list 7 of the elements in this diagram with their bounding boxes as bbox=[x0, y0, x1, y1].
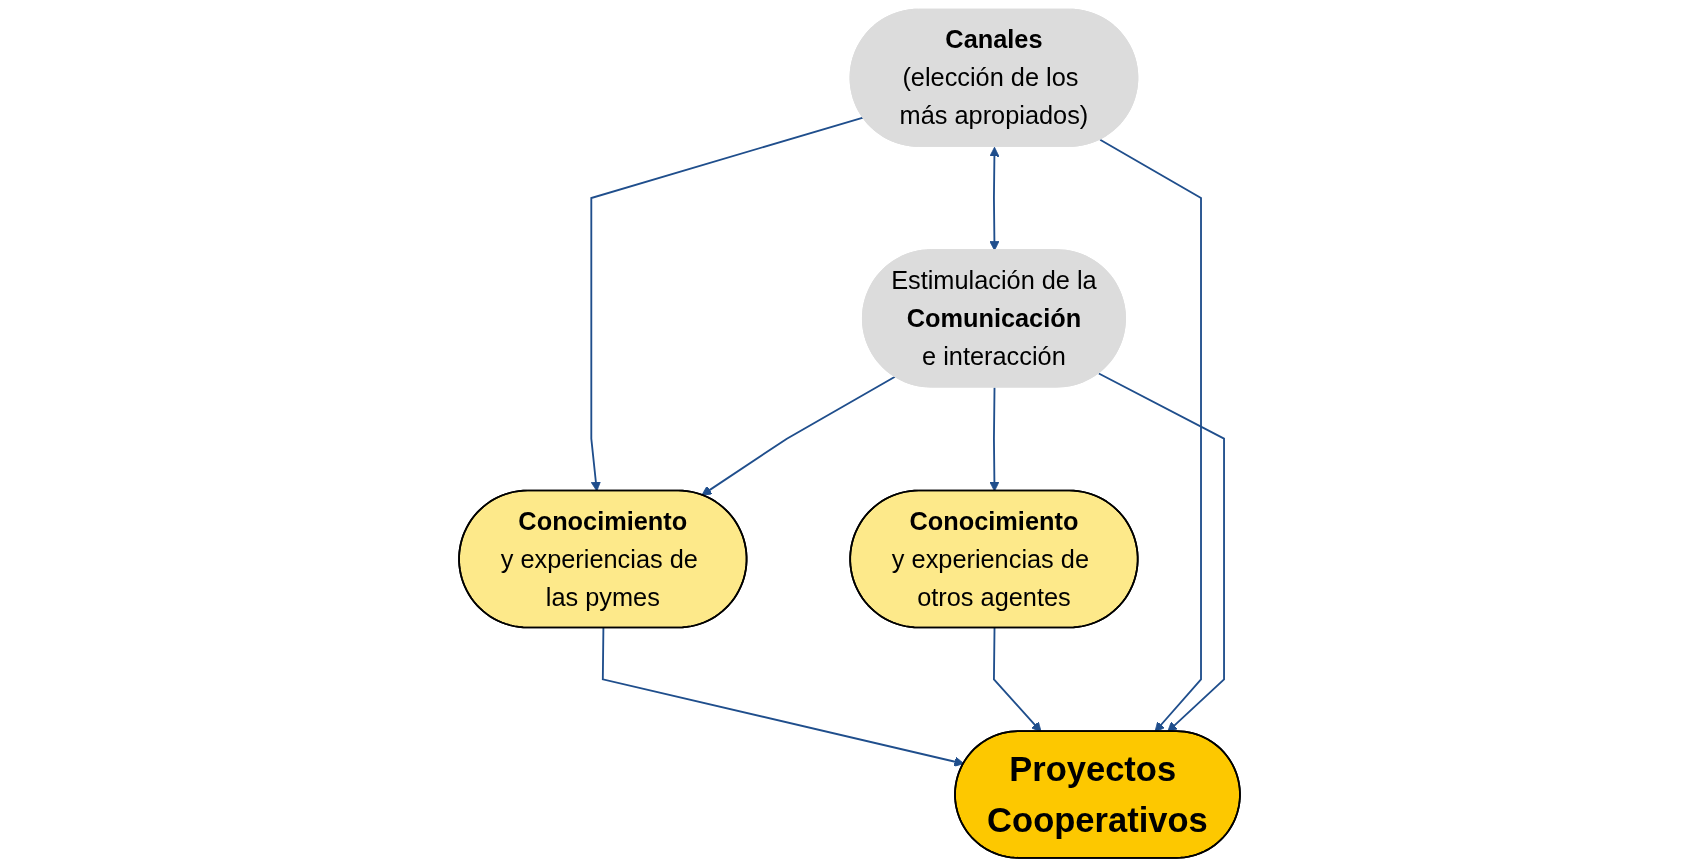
arrow bbox=[601, 627, 965, 767]
arrow bbox=[993, 627, 1042, 733]
arrow bbox=[1099, 138, 1202, 733]
arrow bbox=[701, 375, 896, 496]
arrow bbox=[1097, 372, 1225, 733]
arrow bbox=[989, 386, 1000, 492]
arrow bbox=[989, 146, 1000, 251]
